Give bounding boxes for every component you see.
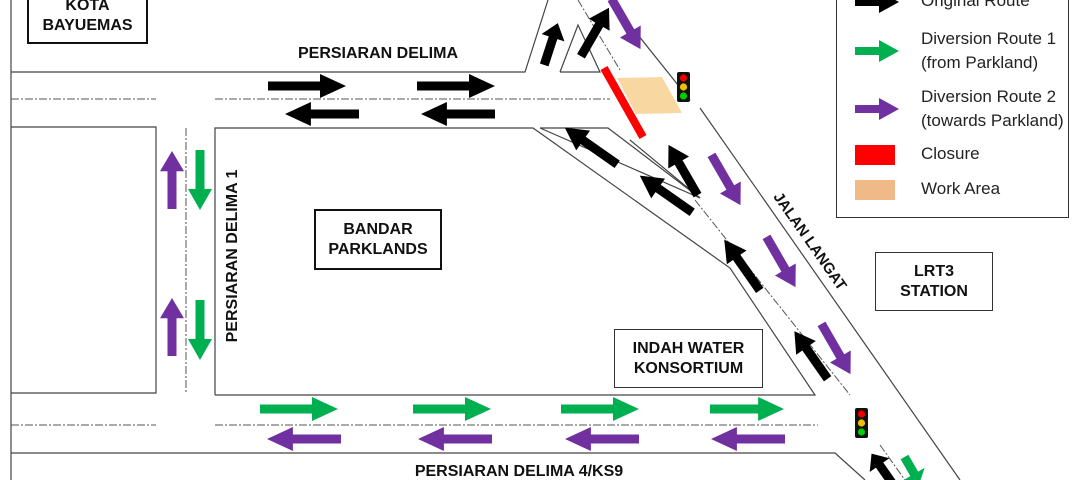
diversion-route-1-arrow-icon [260, 397, 338, 421]
diversion-route-2-arrow-icon [267, 427, 341, 451]
place-line: LRT3 [914, 262, 954, 280]
diversion-route-2-arrow-icon [607, 0, 641, 50]
diversion-route-1-arrow-icon [561, 397, 639, 421]
legend-label: Original Route [921, 0, 1030, 10]
place-indah-water-konsortium: INDAH WATER KONSORTIUM [614, 329, 763, 388]
original-route-arrow-icon [639, 175, 695, 217]
work-area-swatch-icon [855, 177, 903, 203]
road-label-persiaran-delima: PERSIARAN DELIMA [298, 45, 458, 62]
work-area-zone [617, 77, 682, 114]
road-edges [11, 0, 961, 480]
legend-item-closure: Closure [837, 142, 980, 168]
place-kota-bayuemas: KOTA BAYUEMAS [27, 0, 148, 44]
closure-barrier [600, 66, 647, 139]
diversion-route-2-arrow-icon [565, 427, 639, 451]
original-route-arrow-icon [577, 7, 610, 59]
road-label-persiaran-delima-1: PERSIARAN DELIMA 1 [224, 170, 241, 343]
original-route-arrow-icon [668, 144, 702, 198]
legend-label: Diversion Route 2(towards Parkland) [921, 87, 1064, 130]
diversion-route-2-arrow-icon [817, 321, 851, 375]
diversion-route-2-arrow-icon [707, 152, 741, 206]
place-line: BANDAR [343, 220, 413, 238]
original-route-arrow-icon [268, 74, 346, 98]
place-line: KOTA [65, 0, 110, 14]
diversion-route-1-arrow-icon [413, 397, 491, 421]
road-label-persiaran-delima-4: PERSIARAN DELIMA 4/KS9 [415, 463, 623, 480]
place-line: BAYUEMAS [42, 17, 133, 34]
place-line: INDAH WATER [632, 339, 745, 357]
diversion-route-2-arrow-icon [762, 234, 796, 288]
traffic-light-icon [855, 408, 868, 438]
original-route-arrow-icon [869, 453, 899, 480]
legend-item-work-area: Work Area [837, 177, 1000, 203]
closure-swatch-icon [855, 142, 903, 168]
original-route-arrow-icon [421, 102, 495, 126]
original-route-arrow-icon [417, 74, 495, 98]
place-lrt3-station: LRT3 STATION [875, 252, 993, 311]
diversion-route-2-arrow-icon [160, 151, 184, 209]
legend-item-diversion-1: Diversion Route 1(from Parkland) [837, 27, 1056, 75]
diversion-route-1-arrow-icon [188, 300, 212, 360]
original-route-arrow-icon [794, 331, 832, 382]
arrow-right-icon [855, 85, 903, 133]
place-bandar-parklands: BANDAR PARKLANDS [314, 209, 442, 270]
original-route-arrow-icon [539, 23, 565, 67]
original-route-arrow-icon [285, 102, 359, 126]
original-route-arrow-icon [564, 127, 620, 169]
legend-item-original: Original Route [837, 0, 1030, 15]
diversion-route-1-arrow-icon [710, 397, 784, 421]
legend-label: Work Area [921, 179, 1001, 198]
diversion-route-2-arrow-icon [418, 427, 492, 451]
place-line: KONSORTIUM [633, 359, 744, 377]
diversion-route-2-arrow-icon [711, 427, 785, 451]
arrow-right-icon [855, 27, 903, 75]
legend-label: Closure [921, 144, 980, 163]
place-line: PARKLANDS [328, 240, 428, 258]
legend-item-diversion-2: Diversion Route 2(towards Parkland) [837, 85, 1064, 133]
lane-dividers [11, 0, 906, 480]
diversion-route-1-arrow-icon [900, 454, 925, 480]
diversion-route-1-arrow-icon [188, 150, 212, 210]
original-route-arrow-icon [724, 239, 764, 293]
arrow-right-icon [855, 0, 903, 15]
legend: Original Route Diversion Route 1(from Pa… [836, 0, 1069, 218]
place-line: STATION [900, 282, 968, 300]
traffic-light-icon [677, 72, 690, 102]
diversion-route-2-arrow-icon [160, 298, 184, 356]
legend-label: Diversion Route 1(from Parkland) [921, 29, 1057, 72]
